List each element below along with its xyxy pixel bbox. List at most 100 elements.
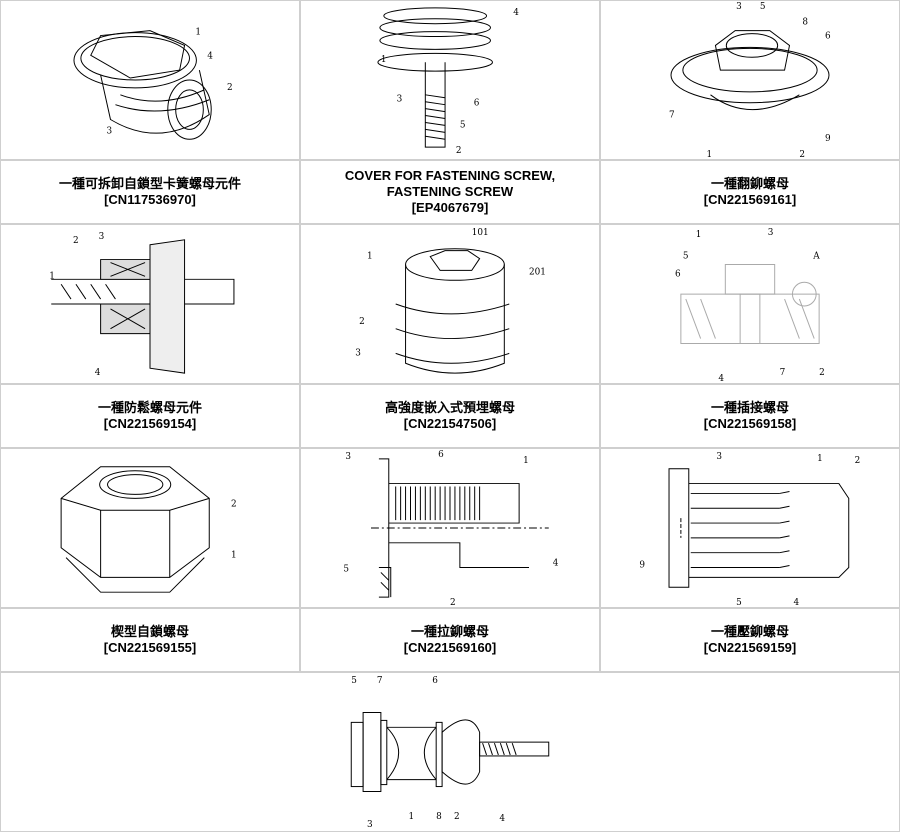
nut-drawing-6: 1 3 5 6 A 4 7 2: [601, 225, 899, 383]
figure-cell-1: 1 4 2 3: [0, 0, 300, 160]
svg-text:6: 6: [474, 99, 480, 109]
svg-text:7: 7: [669, 111, 675, 121]
svg-text:1: 1: [409, 812, 415, 822]
fastener-drawing-10: 5 7 6 3 1 8 2 4: [1, 673, 899, 831]
patent-number: [EP4067679]: [412, 200, 489, 216]
svg-text:3: 3: [716, 452, 722, 462]
svg-text:5: 5: [683, 252, 689, 262]
patent-title: 一種可拆卸自鎖型卡簧螺母元件: [59, 176, 241, 192]
svg-text:4: 4: [207, 51, 213, 61]
svg-text:8: 8: [802, 18, 808, 28]
svg-text:7: 7: [780, 368, 786, 378]
figure-cell-3: 3 5 8 6 7 1 2 9: [600, 0, 900, 160]
figure-cell-4: 2 3 1 4: [0, 224, 300, 384]
svg-text:3: 3: [99, 232, 105, 242]
caption-2: COVER FOR FASTENING SCREW, FASTENING SCR…: [300, 160, 600, 224]
clinch-nut-drawing-9: 3 1 2 9 5 4: [601, 449, 899, 607]
svg-text:201: 201: [529, 267, 546, 277]
svg-text:8: 8: [436, 812, 442, 822]
patent-number: [CN221569158]: [704, 416, 797, 432]
svg-text:1: 1: [523, 456, 529, 466]
svg-text:5: 5: [760, 2, 766, 12]
svg-text:2: 2: [450, 598, 456, 607]
svg-text:3: 3: [107, 126, 113, 136]
patent-title: 高強度嵌入式預埋螺母: [385, 400, 515, 416]
patent-title: 楔型自鎖螺母: [111, 624, 189, 640]
svg-text:2: 2: [73, 236, 79, 246]
svg-text:1: 1: [367, 252, 373, 262]
figure-cell-7: 2 1: [0, 448, 300, 608]
caption-4: 一種防鬆螺母元件 [CN221569154]: [0, 384, 300, 448]
patent-number: [CN221569161]: [704, 192, 797, 208]
svg-text:2: 2: [231, 499, 237, 509]
svg-text:A: A: [812, 252, 820, 262]
svg-text:1: 1: [381, 55, 387, 65]
svg-text:4: 4: [718, 374, 724, 383]
svg-text:2: 2: [456, 146, 462, 156]
svg-text:3: 3: [355, 348, 361, 358]
nut-drawing-4: 2 3 1 4: [1, 225, 299, 383]
svg-text:5: 5: [351, 676, 357, 686]
svg-text:1: 1: [195, 28, 201, 38]
rivet-nut-drawing-8: 3 6 1 5 4 2: [301, 449, 599, 607]
svg-text:6: 6: [825, 32, 831, 42]
caption-7: 楔型自鎖螺母 [CN221569155]: [0, 608, 300, 672]
svg-text:3: 3: [367, 820, 373, 830]
patent-title: 一種壓鉚螺母: [711, 624, 789, 640]
svg-text:3: 3: [397, 95, 403, 105]
svg-text:4: 4: [553, 559, 559, 569]
patent-number: [CN221569154]: [104, 416, 197, 432]
nut-drawing-7: 2 1: [1, 449, 299, 607]
svg-text:9: 9: [825, 134, 831, 144]
svg-text:4: 4: [95, 368, 101, 378]
figure-cell-8: 3 6 1 5 4 2: [300, 448, 600, 608]
svg-text:2: 2: [855, 456, 861, 466]
svg-text:2: 2: [359, 317, 365, 327]
svg-text:5: 5: [343, 564, 349, 574]
svg-text:101: 101: [472, 228, 489, 238]
figure-cell-10: 5 7 6 3 1 8 2 4: [0, 672, 900, 832]
svg-text:9: 9: [639, 561, 645, 571]
svg-text:6: 6: [432, 676, 438, 686]
caption-1: 一種可拆卸自鎖型卡簧螺母元件 [CN117536970]: [0, 160, 300, 224]
svg-text:3: 3: [345, 452, 351, 462]
patent-title: 一種插接螺母: [711, 400, 789, 416]
svg-text:4: 4: [793, 598, 799, 607]
screw-drawing-2: 4 1 3 6 5 2: [301, 1, 599, 159]
caption-8: 一種拉鉚螺母 [CN221569160]: [300, 608, 600, 672]
figure-cell-9: 3 1 2 9 5 4: [600, 448, 900, 608]
svg-text:1: 1: [696, 230, 702, 240]
patent-number: [CN221569160]: [404, 640, 497, 656]
figure-cell-2: 4 1 3 6 5 2: [300, 0, 600, 160]
svg-text:3: 3: [768, 228, 774, 238]
svg-text:6: 6: [675, 269, 681, 279]
patent-title: 一種拉鉚螺母: [411, 624, 489, 640]
svg-text:4: 4: [513, 8, 519, 18]
svg-text:4: 4: [499, 814, 505, 824]
svg-text:5: 5: [460, 120, 466, 130]
patent-number: [CN117536970]: [104, 192, 196, 208]
nut-drawing-3: 3 5 8 6 7 1 2 9: [601, 1, 899, 159]
caption-6: 一種插接螺母 [CN221569158]: [600, 384, 900, 448]
figure-cell-6: 1 3 5 6 A 4 7 2: [600, 224, 900, 384]
patent-number: [CN221569155]: [104, 640, 197, 656]
patent-number: [CN221569159]: [704, 640, 797, 656]
figure-cell-5: 101 1 201 2 3: [300, 224, 600, 384]
patent-number: [CN221547506]: [404, 416, 497, 432]
svg-text:2: 2: [227, 83, 233, 93]
patent-title: COVER FOR FASTENING SCREW, FASTENING SCR…: [345, 168, 555, 200]
caption-3: 一種翻鉚螺母 [CN221569161]: [600, 160, 900, 224]
svg-text:1: 1: [231, 551, 237, 561]
nut-drawing-1: 1 4 2 3: [1, 1, 299, 159]
svg-text:1: 1: [817, 454, 823, 464]
svg-text:7: 7: [377, 676, 383, 686]
svg-text:1: 1: [49, 271, 55, 281]
caption-9: 一種壓鉚螺母 [CN221569159]: [600, 608, 900, 672]
caption-5: 高強度嵌入式預埋螺母 [CN221547506]: [300, 384, 600, 448]
patent-title: 一種翻鉚螺母: [711, 176, 789, 192]
svg-text:2: 2: [799, 150, 805, 159]
insert-drawing-5: 101 1 201 2 3: [301, 225, 599, 383]
svg-text:6: 6: [438, 450, 444, 460]
patent-title: 一種防鬆螺母元件: [98, 400, 202, 416]
